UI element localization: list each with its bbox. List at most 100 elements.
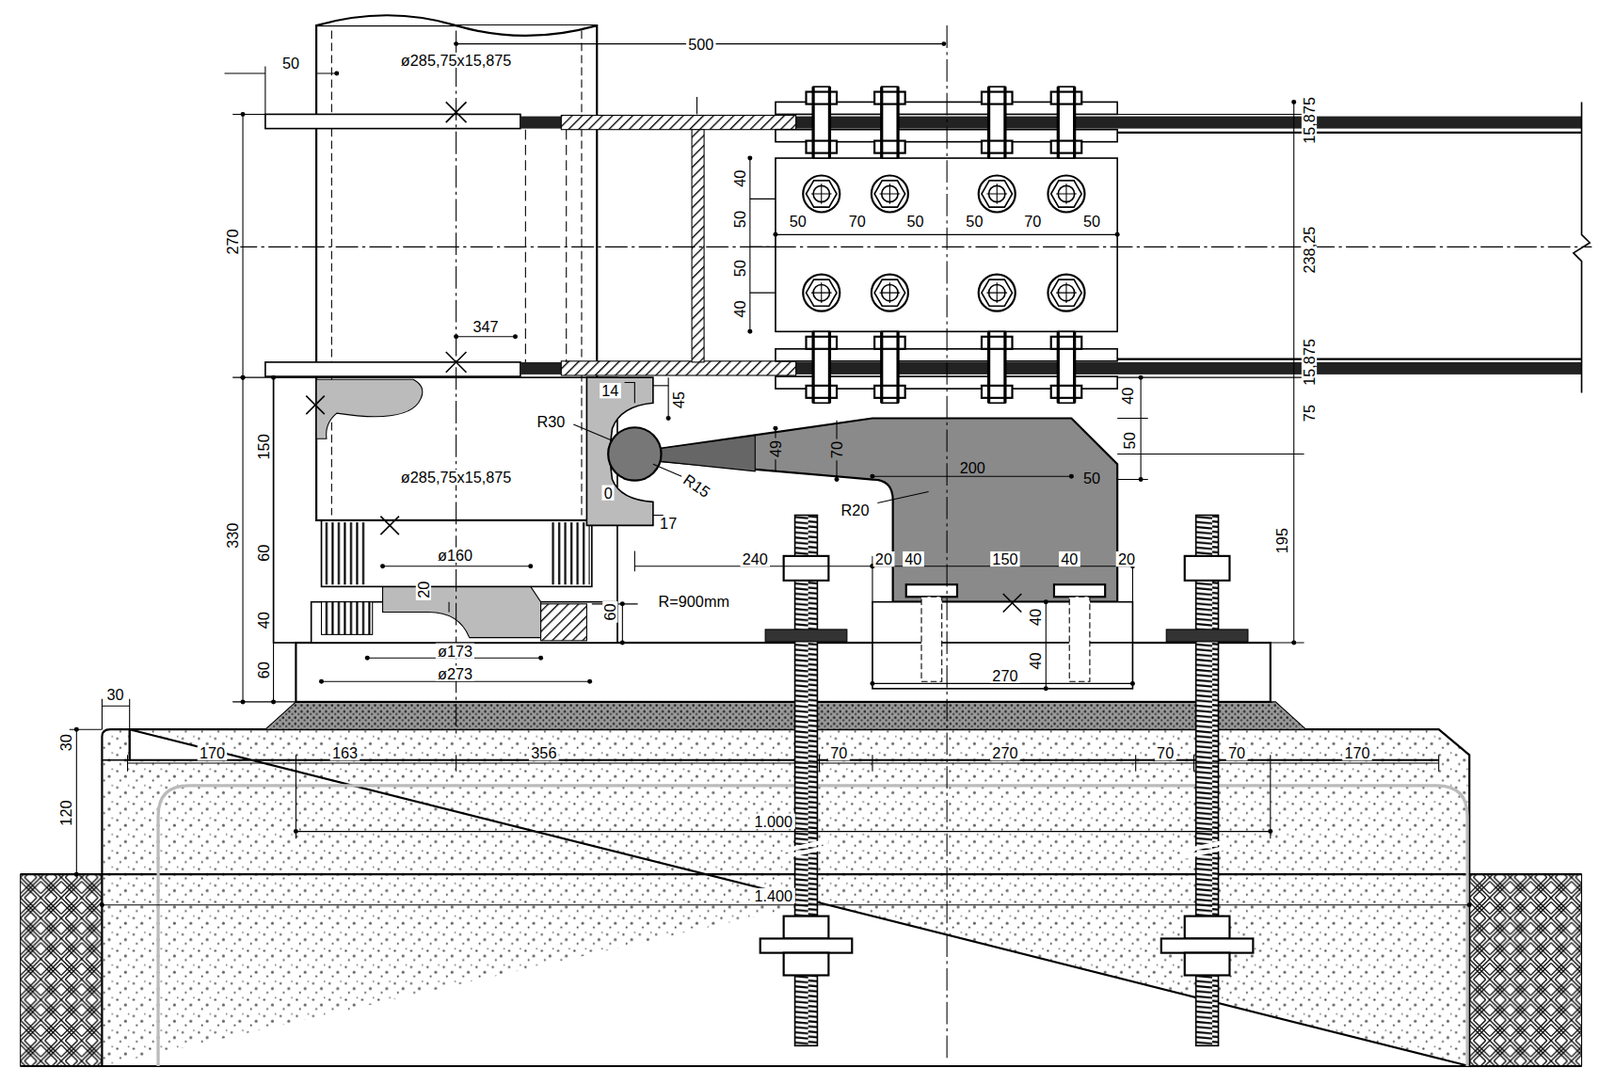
dimension-label: ø273 <box>435 665 475 681</box>
dimension-label: 200 <box>957 459 987 475</box>
dimension-label: 75 <box>1301 402 1317 424</box>
bearing-frame <box>273 377 618 643</box>
extension-line <box>295 771 1270 840</box>
extension-line <box>653 384 669 386</box>
dimension-label: 40 <box>902 551 924 567</box>
dimension-label: 270 <box>224 226 240 256</box>
bolt <box>802 274 840 312</box>
leader-line <box>573 424 612 441</box>
leader-lines <box>573 383 928 605</box>
concrete-foundation <box>101 729 1470 1067</box>
arm-base-plate <box>872 602 1133 643</box>
cap-plate <box>265 113 521 128</box>
dimension-label: 15,875 <box>1301 95 1317 146</box>
dimension-label: 40 <box>732 298 748 320</box>
dimension-label: 50 <box>732 257 748 279</box>
bearing-arm <box>657 418 1118 603</box>
bolt <box>1047 175 1085 212</box>
bolt <box>871 175 909 212</box>
dimension-label: 40 <box>732 168 748 190</box>
bolt <box>1047 274 1085 312</box>
dimension-label: 50 <box>787 213 809 229</box>
bolt <box>1051 331 1083 403</box>
stiffener <box>691 129 704 363</box>
dimension-label: 356 <box>528 745 559 761</box>
dimension-line <box>749 158 751 332</box>
column-base-hatch <box>324 522 366 585</box>
dimension-label: 60 <box>602 601 618 623</box>
dimension-label: 20 <box>1116 551 1137 567</box>
dimension-line <box>224 73 337 75</box>
nut <box>784 556 830 581</box>
anchor-plate <box>760 938 853 953</box>
dimension-label: 49 <box>768 438 784 460</box>
dimension-label: 500 <box>686 35 716 51</box>
bearing-ring <box>321 602 373 636</box>
dimension-label: 50 <box>1121 430 1137 451</box>
dimension-label: 70 <box>1154 745 1176 761</box>
dimension-label: 120 <box>58 798 74 828</box>
beam-web-edge <box>1117 132 1582 360</box>
bolt <box>978 274 1016 312</box>
nut <box>784 916 830 940</box>
centre-line <box>234 25 1592 1061</box>
dimension-label: 347 <box>470 319 500 335</box>
dimension-label: 50 <box>904 213 926 229</box>
dimension-label: 50 <box>1081 470 1103 486</box>
bolt <box>806 331 838 403</box>
dimension-label: ø285,75x15,875 <box>399 469 514 485</box>
dimension-label: ø173 <box>435 643 475 659</box>
dimension-label: 70 <box>1226 745 1248 761</box>
dimension-label: 270 <box>990 745 1020 761</box>
dimension-line <box>448 602 449 613</box>
bolt <box>874 331 906 403</box>
dimension-line <box>456 336 516 337</box>
extension-line <box>265 65 317 114</box>
dimension-label: 20 <box>873 551 895 567</box>
bolt <box>978 175 1016 212</box>
bearing-ring <box>541 604 588 641</box>
dimension-label: 1.000 <box>752 814 795 830</box>
cap-plate <box>265 362 521 377</box>
extension-line <box>1117 418 1149 480</box>
washer <box>765 629 848 642</box>
dimension-label: 20 <box>416 578 432 600</box>
grout-layer <box>265 702 1307 730</box>
arm-taper <box>657 435 755 472</box>
nut <box>1184 953 1231 976</box>
bolt-shank <box>921 596 943 682</box>
bolt <box>874 86 906 159</box>
dimension-line <box>76 729 78 875</box>
dimension-label: 170 <box>197 745 227 761</box>
dimension-label: 0 <box>601 485 614 501</box>
dimension-label: 1.400 <box>752 888 795 904</box>
dimension-label: 70 <box>828 745 849 761</box>
dimension-lines <box>69 44 1470 906</box>
dimension-label: 40 <box>1027 607 1043 628</box>
dimension-line <box>775 420 837 480</box>
dimension-label: R20 <box>838 502 871 518</box>
dimension-label: R15 <box>679 470 715 502</box>
arm-sole-plate <box>872 642 1133 689</box>
flange-weld <box>560 115 796 130</box>
bolt <box>981 86 1013 159</box>
dimension-line <box>272 377 274 703</box>
web-bolts <box>802 175 1085 311</box>
centre-mark <box>305 101 1022 612</box>
extension-line <box>232 113 296 702</box>
soil-hatch <box>1469 874 1582 1067</box>
leader-line <box>653 464 682 477</box>
extension-line <box>1117 113 1304 643</box>
dimension-line <box>128 762 1440 764</box>
anchor-bolt <box>760 515 853 1047</box>
bolt <box>871 274 909 312</box>
dimension-label: 50 <box>280 55 302 71</box>
dimension-label: 70 <box>846 213 867 229</box>
bolt <box>802 175 840 212</box>
dimension-label: 50 <box>732 208 748 230</box>
dimension-label: 150 <box>256 432 272 462</box>
dimension-label: 30 <box>58 732 74 753</box>
dimension-label: 40 <box>1058 551 1080 567</box>
dimension-line <box>101 699 129 731</box>
